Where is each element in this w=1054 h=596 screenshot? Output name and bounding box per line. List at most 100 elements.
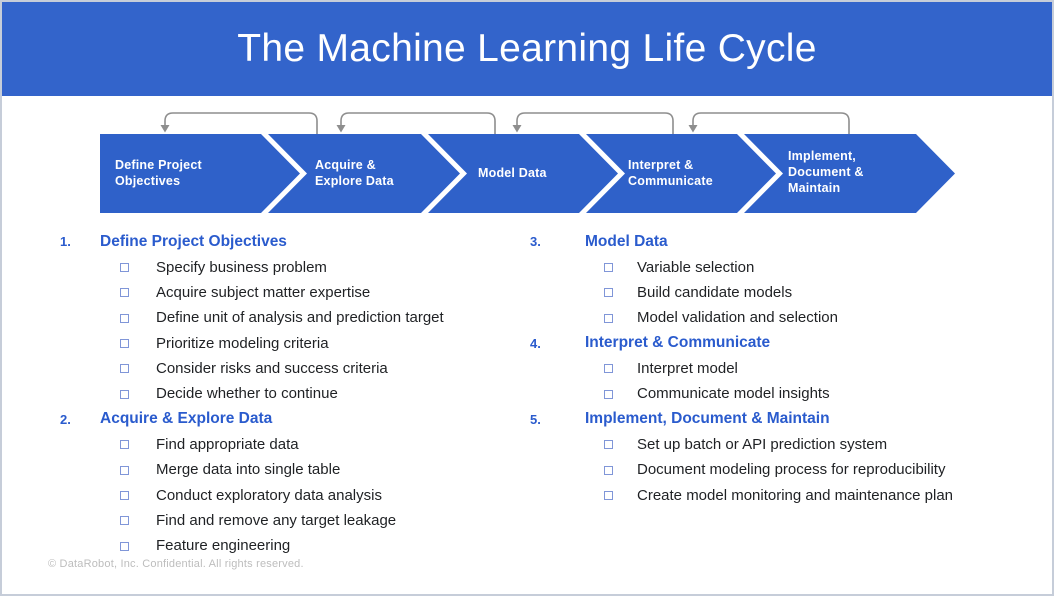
square-bullet-icon: [120, 516, 129, 526]
section-number: 4.: [530, 335, 541, 351]
title-banner: The Machine Learning Life Cycle: [2, 2, 1052, 96]
list-item-text: Model validation and selection: [637, 309, 838, 327]
stage-label-line: Model Data: [478, 166, 547, 180]
list-item-text: Conduct exploratory data analysis: [156, 486, 382, 504]
square-bullet-icon: [604, 313, 613, 323]
stage-label-interpret-communicate: Interpret & Communicate: [628, 157, 713, 189]
stage-label-line: Acquire &: [315, 158, 376, 172]
feedback-arrow: [336, 112, 496, 134]
square-bullet-icon: [120, 288, 129, 298]
list-item: Create model monitoring and maintenance …: [530, 482, 1030, 507]
stage-chevron-interpret-communicate: [586, 134, 776, 213]
stage-chevron-implement-document-maintain: [744, 134, 955, 213]
slide-title: The Machine Learning Life Cycle: [237, 27, 817, 70]
stage-label-acquire-explore-data: Acquire & Explore Data: [315, 157, 394, 189]
list-item-text: Communicate model insights: [637, 385, 830, 403]
square-bullet-icon: [120, 339, 129, 349]
section-title: Model Data: [585, 232, 668, 250]
feedback-arrow: [688, 112, 850, 134]
section-number: 2.: [60, 411, 71, 427]
stage-chevron-define-project-objectives: [100, 134, 300, 213]
section-number: 3.: [530, 234, 541, 250]
list-item: Merge data into single table: [60, 457, 510, 482]
section-heading: 4. Interpret & Communicate: [530, 330, 1030, 355]
section-title: Implement, Document & Maintain: [585, 410, 830, 428]
square-bullet-icon: [604, 440, 613, 450]
stage-label-line: Explore Data: [315, 174, 394, 188]
list-item-text: Find and remove any target leakage: [156, 511, 397, 529]
square-bullet-icon: [120, 465, 129, 475]
list-item: Conduct exploratory data analysis: [60, 482, 510, 507]
section-heading: 3. Model Data: [530, 229, 1030, 254]
stage-label-model-data: Model Data: [478, 165, 547, 181]
section-title: Interpret & Communicate: [585, 334, 771, 352]
square-bullet-icon: [120, 313, 129, 323]
stage-label-line: Implement,: [788, 149, 856, 163]
process-flow-diagram: [100, 112, 955, 213]
square-bullet-icon: [120, 389, 129, 399]
list-item: Model validation and selection: [530, 305, 1030, 330]
square-bullet-icon: [120, 491, 129, 501]
stage-label-line: Define Project: [115, 158, 202, 172]
section-title: Acquire & Explore Data: [100, 410, 273, 428]
section-number: 5.: [530, 411, 541, 427]
feedback-arrow: [160, 112, 318, 134]
list-item: Build candidate models: [530, 280, 1030, 305]
list-item: Specify business problem: [60, 254, 510, 279]
section-heading: 1. Define Project Objectives: [60, 229, 510, 254]
list-item: Set up batch or API prediction system: [530, 432, 1030, 457]
square-bullet-icon: [604, 288, 613, 298]
stage-label-line: Communicate: [628, 174, 713, 188]
list-item: Prioritize modeling criteria: [60, 330, 510, 355]
list-item-text: Set up batch or API prediction system: [637, 435, 888, 453]
list-item: Variable selection: [530, 254, 1030, 279]
list-item-text: Define unit of analysis and prediction t…: [156, 309, 444, 327]
list-item-text: Decide whether to continue: [156, 385, 338, 403]
square-bullet-icon: [604, 263, 613, 273]
list-item-text: Interpret model: [637, 359, 738, 377]
section-number: 1.: [60, 234, 71, 250]
list-item: Find and remove any target leakage: [60, 508, 510, 533]
stage-label-line: Objectives: [115, 174, 181, 188]
stage-label-line: Interpret &: [628, 158, 694, 172]
stage-label-line: Document &: [788, 165, 864, 179]
stage-label-line: Maintain: [788, 181, 841, 195]
stage-label-implement-document-maintain: Implement, Document & Maintain: [788, 148, 864, 196]
list-item: Interpret model: [530, 356, 1030, 381]
list-item: Decide whether to continue: [60, 381, 510, 406]
list-item-text: Acquire subject matter expertise: [156, 283, 371, 301]
square-bullet-icon: [120, 440, 129, 450]
list-item: Communicate model insights: [530, 381, 1030, 406]
list-item-text: Find appropriate data: [156, 435, 299, 453]
list-item-text: Feature engineering: [156, 537, 291, 555]
copyright-notice: © DataRobot, Inc. Confidential. All righ…: [48, 558, 304, 570]
list-item-text: Specify business problem: [156, 258, 327, 276]
square-bullet-icon: [604, 491, 613, 501]
square-bullet-icon: [120, 541, 129, 551]
list-item: Find appropriate data: [60, 432, 510, 457]
list-item: Acquire subject matter expertise: [60, 280, 510, 305]
outline-column-left: 1. Define Project Objectives Specify bus…: [60, 229, 510, 558]
list-item-text: Build candidate models: [637, 283, 793, 301]
square-bullet-icon: [120, 364, 129, 374]
list-item: Document modeling process for reproducib…: [530, 457, 1030, 482]
square-bullet-icon: [120, 263, 129, 273]
list-item-text: Variable selection: [637, 258, 755, 276]
feedback-arrow: [512, 112, 674, 134]
stage-chevron-acquire-explore-data: [268, 134, 460, 213]
square-bullet-icon: [604, 389, 613, 399]
outline-column-right: 3. Model Data Variable selection Build c…: [530, 229, 1030, 508]
square-bullet-icon: [604, 465, 613, 475]
section-title: Define Project Objectives: [100, 232, 287, 250]
list-item-text: Merge data into single table: [156, 461, 341, 479]
list-item: Consider risks and success criteria: [60, 356, 510, 381]
stage-label-define-project-objectives: Define Project Objectives: [115, 157, 202, 189]
list-item-text: Consider risks and success criteria: [156, 359, 388, 377]
list-item-text: Document modeling process for reproducib…: [637, 461, 946, 479]
list-item: Feature engineering: [60, 533, 510, 558]
section-heading: 2. Acquire & Explore Data: [60, 406, 510, 431]
stage-chevron-model-data: [428, 134, 618, 213]
square-bullet-icon: [604, 364, 613, 374]
list-item-text: Prioritize modeling criteria: [156, 334, 329, 352]
